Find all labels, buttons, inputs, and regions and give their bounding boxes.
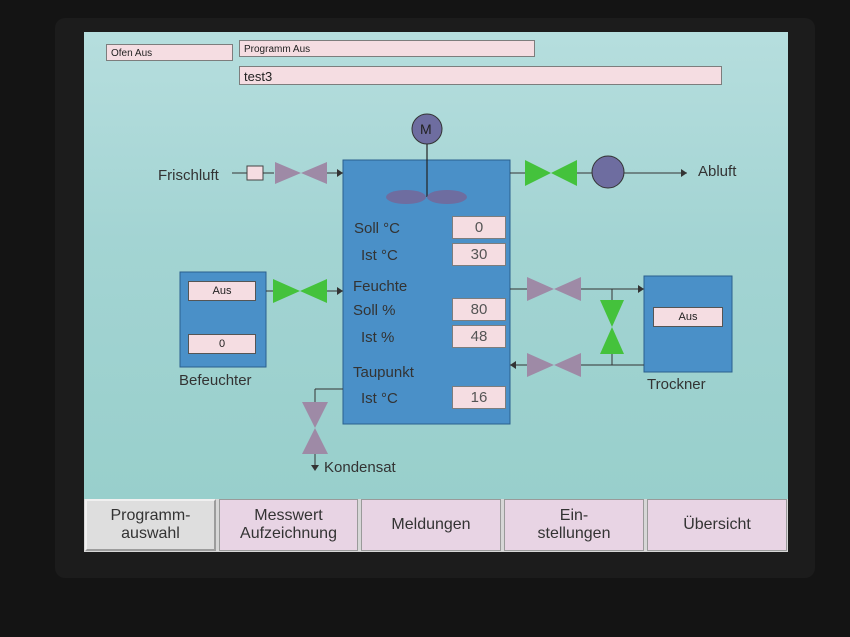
condensate-label: Kondensat xyxy=(324,459,396,476)
soll-temp-value[interactable]: 0 xyxy=(452,216,506,239)
program-name-field[interactable]: test3 xyxy=(239,66,722,85)
settings-button[interactable]: Ein- stellungen xyxy=(504,499,644,551)
humidifier-label: Befeuchter xyxy=(179,372,252,389)
dewpoint-value: 16 xyxy=(452,386,506,409)
motor-label: M xyxy=(420,121,432,137)
fan-blade-left xyxy=(386,190,426,204)
exhaust-valve-icon xyxy=(525,160,577,186)
fresh-air-label: Frischluft xyxy=(158,167,219,184)
dewpoint-label: Ist °C xyxy=(361,390,398,407)
bypass-valve-icon xyxy=(600,300,624,354)
soll-humidity-value[interactable]: 80 xyxy=(452,298,506,321)
soll-humidity-label: Soll % xyxy=(353,302,396,319)
dryer-status[interactable]: Aus xyxy=(653,307,723,327)
hmi-screen: Ofen Aus Programm Aus test3 xyxy=(84,32,788,552)
data-logging-button[interactable]: Messwert Aufzeichnung xyxy=(219,499,358,551)
condensate-valve-icon xyxy=(302,402,328,454)
fan-blade-right xyxy=(427,190,467,204)
oven-status-field: Ofen Aus xyxy=(106,44,233,61)
fresh-air-damper-icon xyxy=(246,165,264,181)
humidifier-status[interactable]: Aus xyxy=(188,281,256,301)
ist-humidity-value: 48 xyxy=(452,325,506,348)
process-diagram xyxy=(179,113,733,471)
overview-button[interactable]: Übersicht xyxy=(647,499,787,551)
exhaust-label: Abluft xyxy=(698,163,737,180)
ist-temp-label: Ist °C xyxy=(361,247,398,264)
soll-temp-label: Soll °C xyxy=(354,220,401,237)
messages-button[interactable]: Meldungen xyxy=(361,499,501,551)
exhaust-fan-icon xyxy=(591,155,625,189)
ist-temp-value: 30 xyxy=(452,243,506,266)
motor-icon xyxy=(411,113,443,145)
humidity-heading: Feuchte xyxy=(353,278,408,295)
program-select-button[interactable]: Programm- auswahl xyxy=(85,499,216,551)
dryer-return-valve-icon xyxy=(527,353,581,377)
program-status-field: Programm Aus xyxy=(239,40,535,57)
dewpoint-heading: Taupunkt xyxy=(353,364,414,381)
bottom-nav: Programm- auswahl Messwert Aufzeichnung … xyxy=(84,499,788,552)
humidifier-valve-icon xyxy=(273,279,327,303)
humidifier-value[interactable]: 0 xyxy=(188,334,256,354)
chamber-box xyxy=(342,159,511,425)
dryer-label: Trockner xyxy=(647,376,706,393)
dryer-in-valve-icon xyxy=(527,277,581,301)
fresh-air-valve-icon xyxy=(275,162,327,184)
ist-humidity-label: Ist % xyxy=(361,329,395,346)
